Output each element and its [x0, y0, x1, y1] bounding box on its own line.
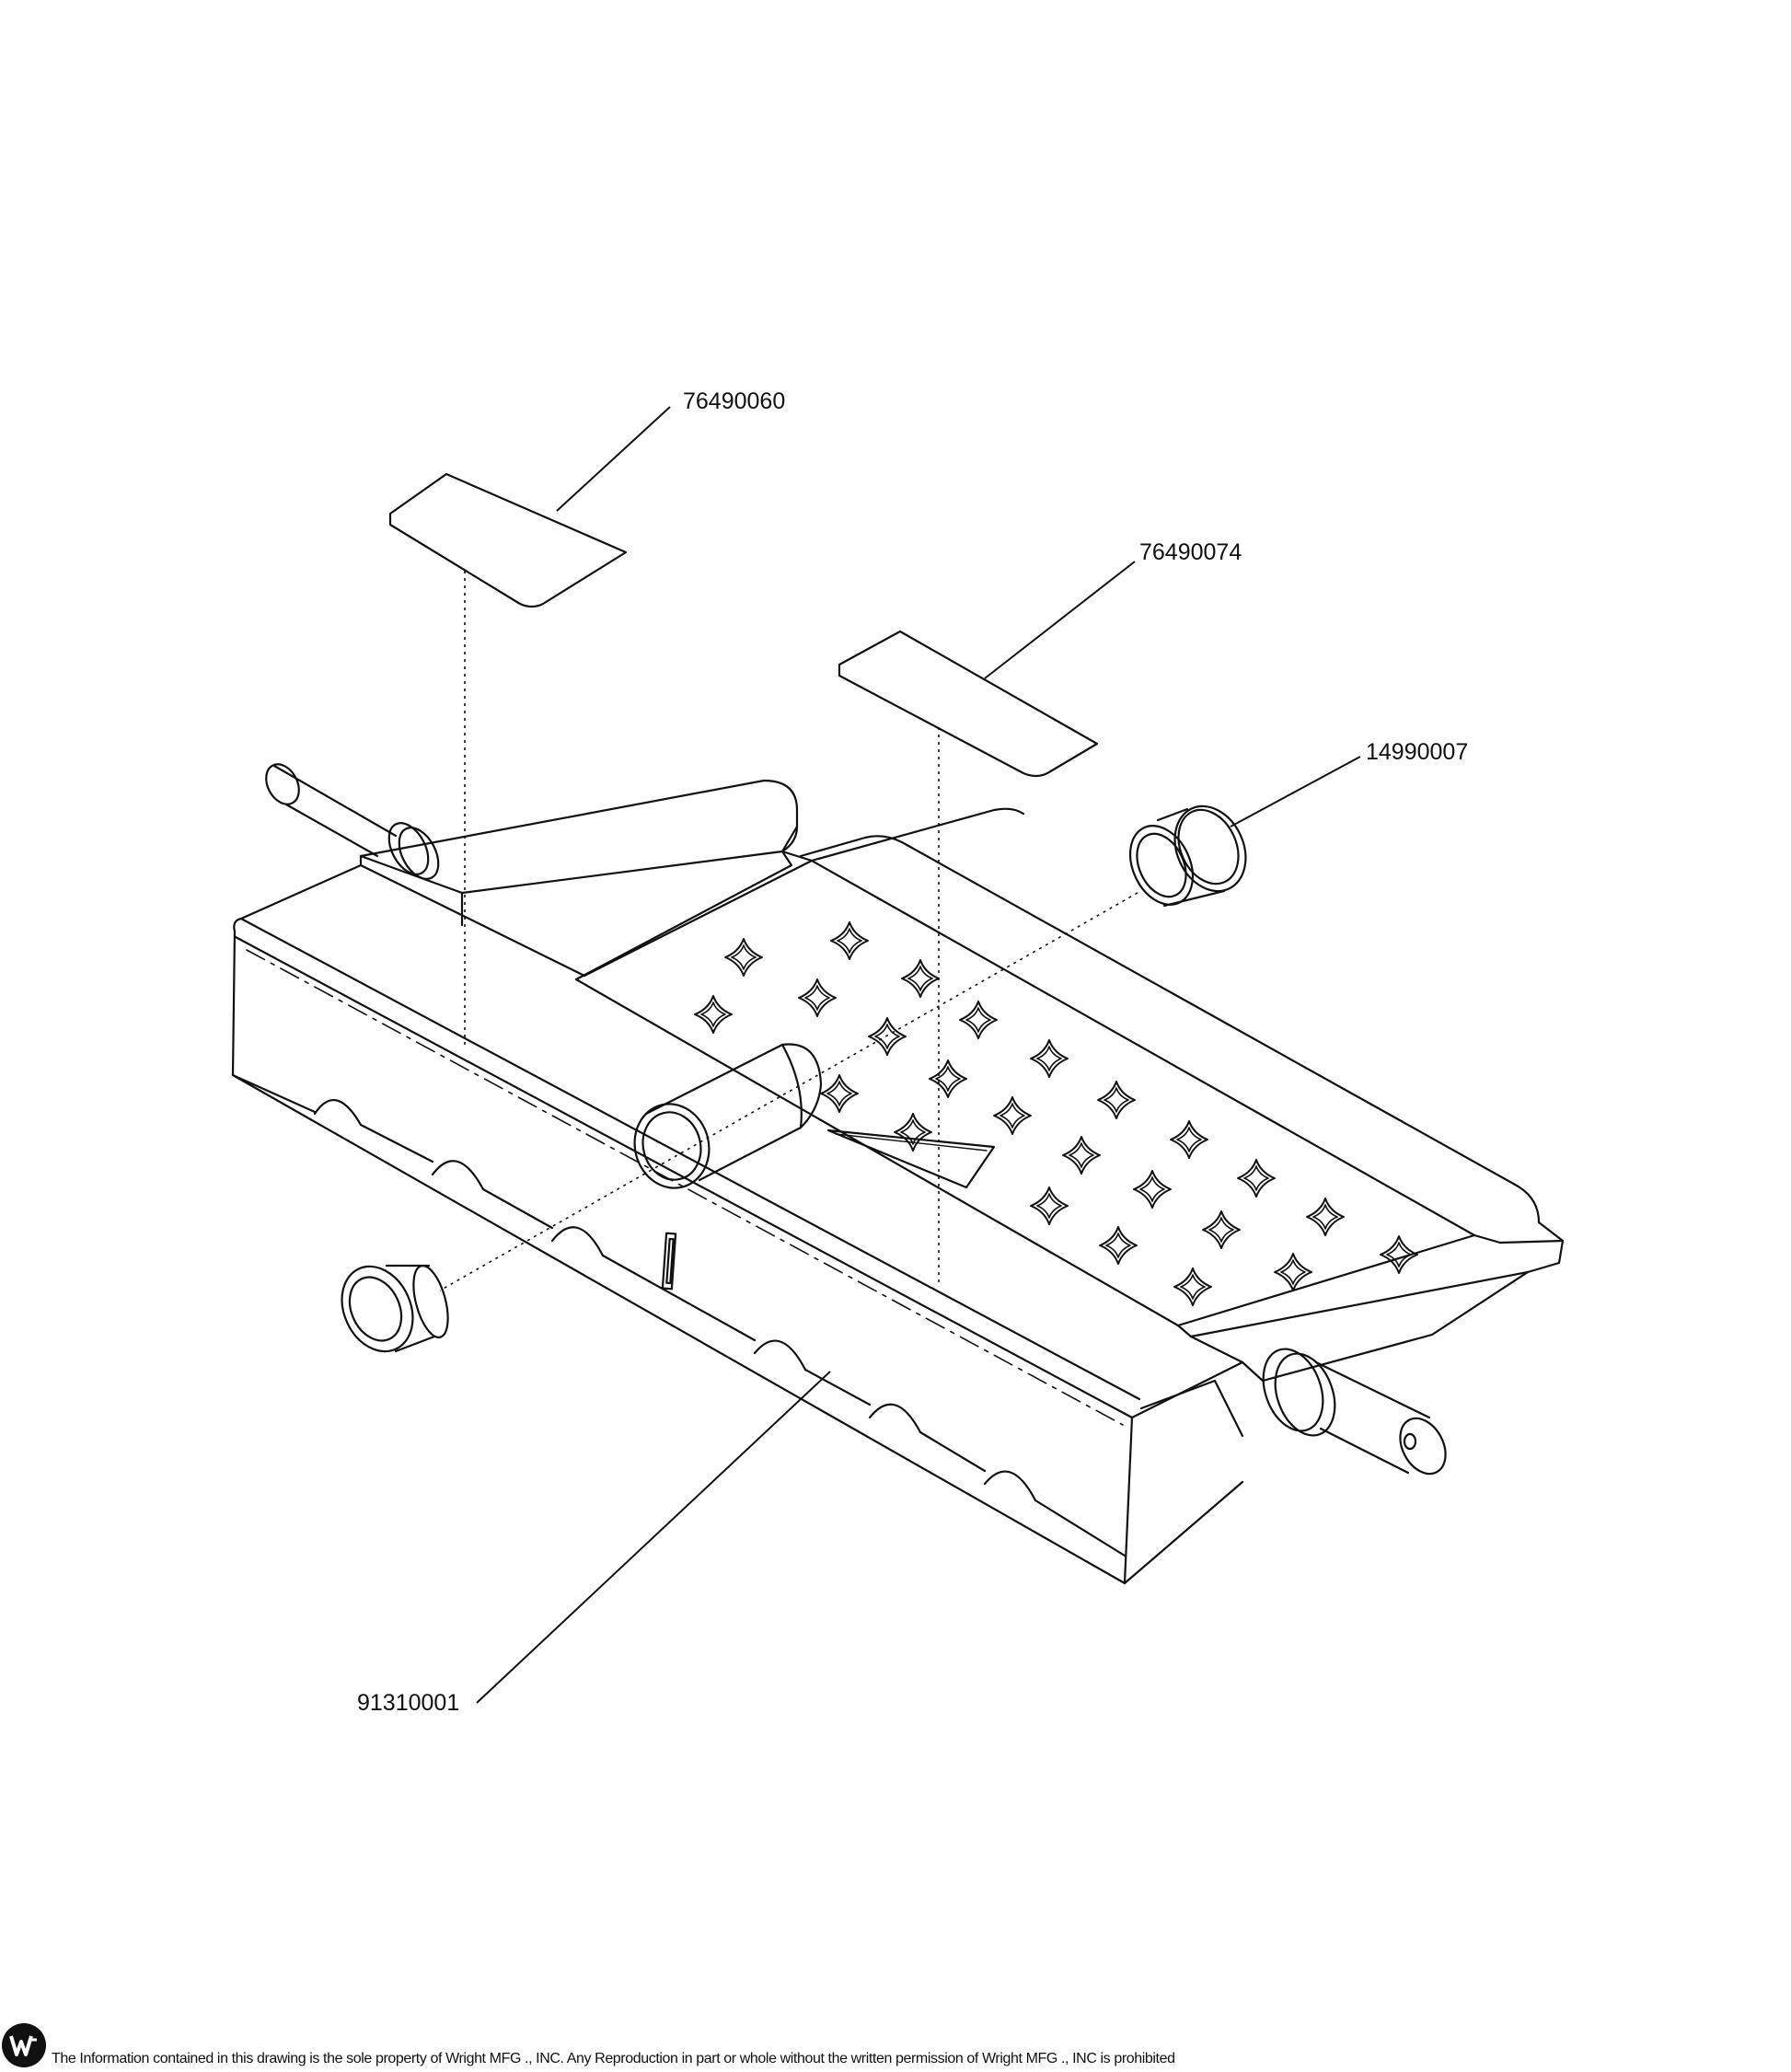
bushing-top-right [1128, 804, 1247, 908]
callout-decal-76490060: 76490060 [683, 388, 786, 414]
tread-stars [693, 920, 1419, 1307]
left-axle-shaft [265, 763, 440, 880]
leader-lines [476, 406, 1361, 1704]
decal-76490074-shape [838, 630, 1099, 778]
footer-notice: The Information contained in this drawin… [52, 2051, 1175, 2066]
assembly-lines [439, 571, 1138, 1291]
right-axle-shaft [1262, 1348, 1447, 1476]
bushing-bottom-left [341, 1264, 449, 1353]
tread-plate [574, 835, 1565, 1383]
decal-76490060-shape [388, 472, 628, 608]
callout-decal-76490074: 76490074 [1139, 539, 1242, 565]
wright-logo-icon [2, 2023, 46, 2067]
raised-back-plate [359, 779, 1025, 981]
platform-body [231, 863, 1265, 1585]
callout-platform-91310001: 91310001 [357, 1690, 460, 1716]
center-sleeve-tube [633, 1043, 823, 1189]
callout-bushing-14990007: 14990007 [1366, 739, 1469, 765]
